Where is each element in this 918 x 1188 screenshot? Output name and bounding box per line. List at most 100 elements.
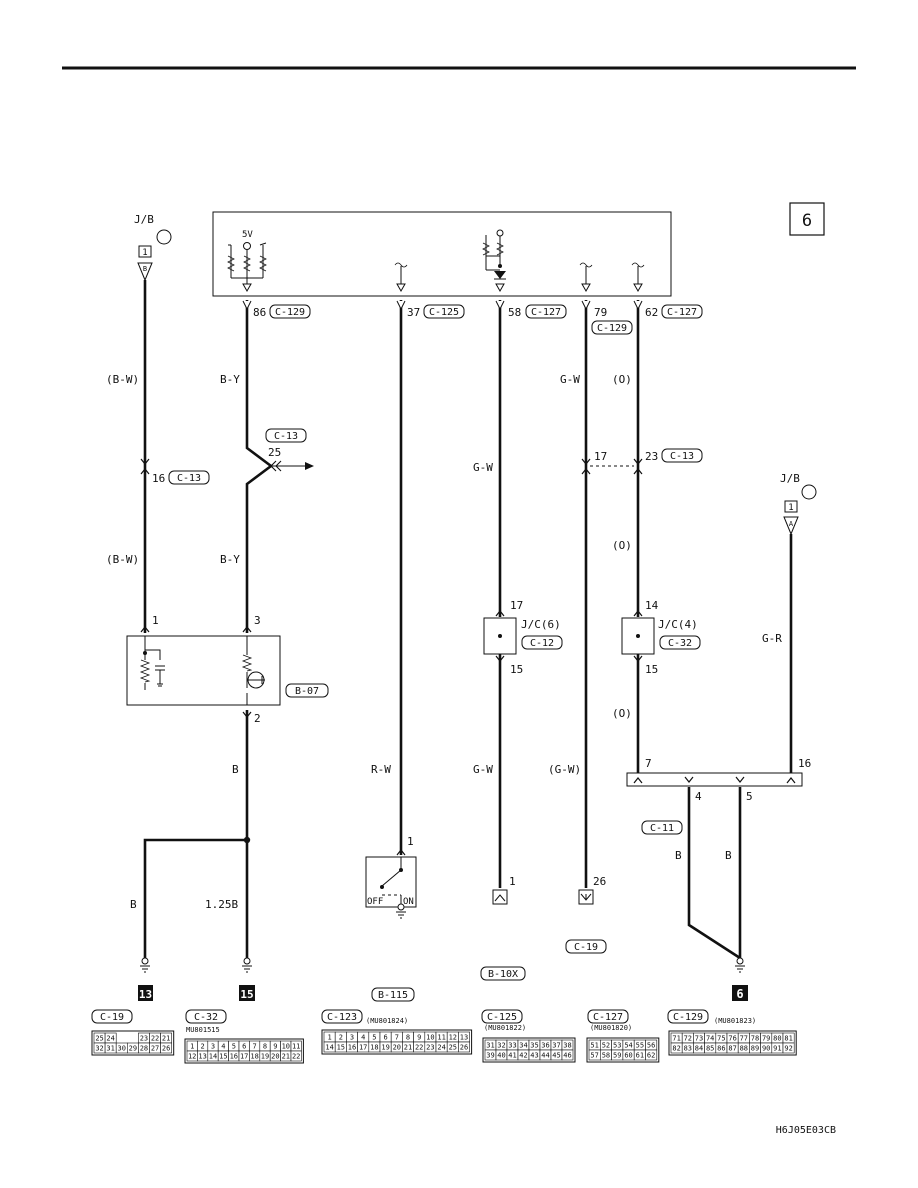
legend-pin-number: 44	[541, 1052, 549, 1060]
svg-text:ON: ON	[403, 897, 414, 907]
ecu-pin-37: 37 C-125	[407, 304, 465, 319]
svg-text:1: 1	[142, 248, 147, 258]
svg-text:C-12: C-12	[530, 638, 554, 649]
legend-pin-number: 82	[672, 1045, 680, 1053]
svg-text:A: A	[789, 520, 794, 528]
svg-text:B: B	[725, 849, 732, 862]
svg-text:C-13: C-13	[670, 451, 694, 462]
legend-pin-number: 86	[717, 1045, 725, 1053]
svg-text:OFF: OFF	[367, 897, 383, 907]
svg-text:58: 58	[508, 306, 521, 319]
legend-pin-number: 30	[118, 1045, 126, 1053]
legend-pin-number: 77	[740, 1035, 748, 1043]
legend-pin-number: 13	[460, 1034, 468, 1042]
svg-text:(B-W): (B-W)	[106, 373, 139, 386]
diagram-code: H6J05E03CB	[776, 1125, 836, 1136]
legend-pin-number: 22	[292, 1053, 300, 1061]
svg-text:62: 62	[645, 306, 658, 319]
legend-pin-number: 32	[95, 1045, 103, 1053]
legend-pin-number: 22	[151, 1035, 159, 1043]
c11-joint: 7 16 4 5 C-11	[626, 757, 811, 835]
legend-pin-number: 71	[672, 1035, 680, 1043]
legend-pin-number: 21	[162, 1035, 170, 1043]
svg-text:R-W: R-W	[371, 763, 391, 776]
connector-code: C-129	[275, 307, 305, 318]
svg-text:C-13: C-13	[274, 431, 298, 442]
legend-pin-number: 78	[751, 1035, 759, 1043]
svg-text:J/B: J/B	[780, 472, 800, 485]
c19-terminals: 1 26 C-19 B-10X	[480, 875, 607, 981]
svg-text:4: 4	[695, 790, 702, 803]
legend-pin-number: 4	[221, 1043, 225, 1051]
svg-text:25: 25	[268, 446, 281, 459]
legend-pin-number: 55	[636, 1042, 644, 1050]
legend-pin-number: 13	[198, 1053, 206, 1061]
legend-pin-number: 27	[151, 1045, 159, 1053]
legend-pin-number: 17	[359, 1044, 367, 1052]
svg-text:J/C(4): J/C(4)	[658, 618, 698, 631]
svg-text:B-07: B-07	[295, 686, 319, 697]
legend-pin-number: 60	[624, 1052, 632, 1060]
legend-connector-id: C-127	[593, 1012, 623, 1023]
legend-pin-number: 12	[188, 1053, 196, 1061]
connector-code: C-129	[597, 323, 627, 334]
legend-pin-number: 25	[449, 1044, 457, 1052]
svg-text:B: B	[130, 898, 137, 911]
legend-pin-number: 24	[437, 1044, 445, 1052]
legend-pin-number: 52	[602, 1042, 610, 1050]
ecu-voltage-label: 5V	[242, 230, 253, 240]
legend-pin-number: 1	[190, 1043, 194, 1051]
legend-pin-number: 7	[252, 1043, 256, 1051]
svg-text:14: 14	[645, 599, 659, 612]
svg-text:B: B	[232, 763, 239, 776]
legend-pin-number: 11	[437, 1034, 445, 1042]
legend-pin-number: 28	[140, 1045, 148, 1053]
legend-pin-number: 15	[337, 1044, 345, 1052]
legend-pin-number: 35	[530, 1042, 538, 1050]
legend-pin-number: 90	[762, 1045, 770, 1053]
svg-text:1: 1	[407, 835, 414, 848]
svg-text:G-R: G-R	[762, 632, 782, 645]
legend-pin-number: 61	[636, 1052, 644, 1060]
legend-tag	[185, 1009, 227, 1024]
legend-pin-number: 59	[613, 1052, 621, 1060]
legend-pin-number: 23	[426, 1044, 434, 1052]
legend-pin-number: 37	[552, 1042, 560, 1050]
legend-pin-number: 85	[706, 1045, 714, 1053]
legend-pin-number: 57	[590, 1052, 598, 1060]
legend-pin-number: 14	[209, 1053, 217, 1061]
legend-part-number: (MU801822)	[484, 1024, 526, 1032]
legend-connector-id: C-125	[487, 1012, 517, 1023]
svg-text:C-19: C-19	[574, 942, 598, 953]
legend-pin-number: 5	[232, 1043, 236, 1051]
legend-pin-number: 8	[263, 1043, 267, 1051]
legend-pin-number: 46	[563, 1052, 571, 1060]
legend-pin-number: 79	[762, 1035, 770, 1043]
legend-pin-number: 76	[728, 1035, 736, 1043]
legend-pin-number: 10	[426, 1034, 434, 1042]
c13-joint-right: 17 23 C-13	[594, 448, 703, 463]
svg-text:23: 23	[645, 450, 658, 463]
legend-pin-number: 92	[784, 1045, 792, 1053]
svg-text:B-115: B-115	[378, 990, 408, 1001]
legend-part-number: (MU801823)	[714, 1017, 756, 1025]
legend-pin-number: 3	[350, 1034, 354, 1042]
legend-pin-number: 5	[372, 1034, 376, 1042]
legend-pin-number: 15	[219, 1053, 227, 1061]
legend-part-number: (MU801820)	[590, 1024, 632, 1032]
svg-text:16: 16	[798, 757, 811, 770]
legend-connector-id: C-19	[100, 1012, 124, 1023]
svg-text:B-10X: B-10X	[488, 969, 518, 980]
legend-pin-number: 11	[292, 1043, 300, 1051]
legend-pin-number: 4	[361, 1034, 365, 1042]
svg-text:2: 2	[254, 712, 261, 725]
legend-pin-number: 25	[95, 1035, 103, 1043]
svg-text:26: 26	[593, 875, 606, 888]
c13-splice: C-13 25	[265, 428, 307, 459]
svg-text:6: 6	[736, 987, 743, 1001]
jb-right: J/B 1 A	[780, 472, 817, 536]
svg-text:1: 1	[509, 875, 516, 888]
jc6-joint: 17 J/C(6) C-12 15	[483, 599, 563, 676]
wire-color-labels: (B-W) (B-W) B-Y B-Y G-W G-W G-W (G-W) (O…	[106, 373, 782, 911]
